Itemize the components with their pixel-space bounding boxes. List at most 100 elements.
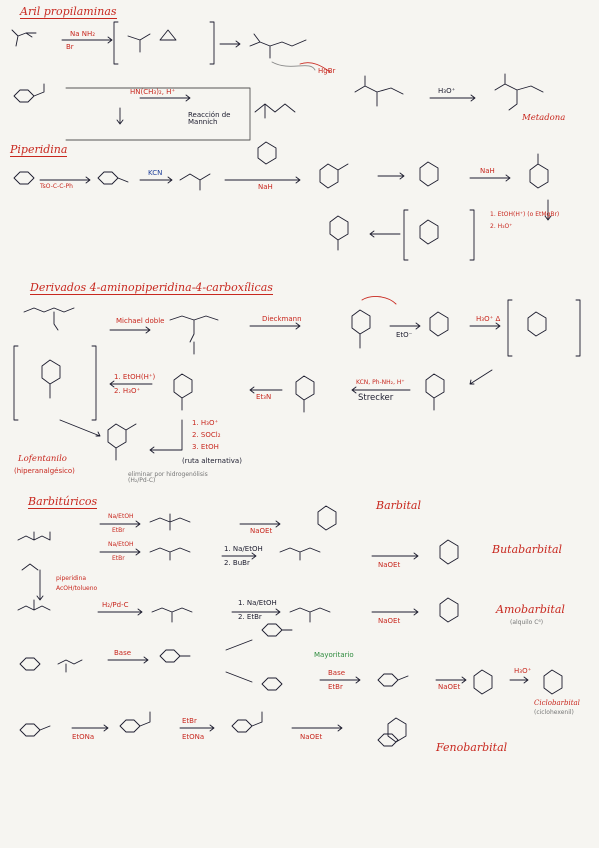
s3-acyl-arrow bbox=[249, 386, 283, 394]
s3-alt-route-label: (ruta alternativa) bbox=[182, 457, 242, 465]
s4-cyclohexenyl-minor bbox=[261, 677, 283, 691]
s4-barbital-ring bbox=[317, 505, 337, 531]
s4-reagent-bubr-1: 1. Na/EtOH bbox=[224, 545, 263, 553]
s3-strecker-label: Strecker bbox=[358, 393, 394, 403]
s3-bracket-2-structure bbox=[41, 359, 61, 399]
s1-acetophenone bbox=[13, 83, 45, 103]
s4-reagent-etbr-1: EtBr bbox=[112, 527, 125, 534]
s4-reagent-etona-2: EtONa bbox=[182, 733, 205, 741]
s3-down-arrow bbox=[59, 419, 101, 437]
s2-reagent-nah-2: NaH bbox=[480, 167, 495, 175]
s4-reagent-piperidine: piperidina bbox=[56, 575, 87, 582]
s3-reagent-etoh: 1. EtOH(H⁺) bbox=[114, 373, 156, 381]
s4-product-fenobarbital: Fenobarbital bbox=[436, 741, 508, 754]
s4-arrow-1 bbox=[99, 520, 141, 528]
s2-reagent-etoh: 1. EtOH(H⁺) (o EtMgBr) bbox=[490, 211, 560, 218]
s3-alt-step-1: 1. H₃O⁺ bbox=[192, 419, 219, 427]
s4-arrow-12 bbox=[509, 676, 529, 684]
s4-iminobarbiturate bbox=[473, 669, 493, 695]
s4-reagent-naoet-4: NaOEt bbox=[438, 683, 461, 691]
s4-equilibrium-arrow bbox=[225, 639, 253, 683]
s1-mannich-reagent: HN(CH₃)₂, H⁺ bbox=[130, 88, 176, 96]
s3-product-name: Lofentanilo bbox=[18, 454, 67, 464]
s4-butabarbital-ring bbox=[439, 539, 459, 565]
s3-reagent-h3o: H₃O⁺ Δ bbox=[476, 315, 501, 323]
s2-reagent-kcn: KCN bbox=[148, 169, 163, 177]
s4-isopentylmalonate bbox=[151, 607, 193, 623]
s3-dieck-product bbox=[351, 309, 371, 349]
s4-arrow-10 bbox=[319, 676, 361, 684]
section-title-barbiturates: Barbitúricos bbox=[28, 495, 98, 509]
s4-cyanoacetate bbox=[57, 659, 83, 673]
s1-mannich-arrow bbox=[139, 94, 191, 102]
s3-hydrogenolysis-note: eliminar por hidrogenólisis (H₂/Pd-C) bbox=[128, 471, 208, 484]
s4-reagent-etbr-3a: 1. Na/EtOH bbox=[238, 599, 277, 607]
s4-ciclobarbital-subtitle: (ciclohexenil) bbox=[534, 709, 574, 716]
s2-cyclic-1 bbox=[257, 141, 277, 165]
s3-dieckmann-label: Dieckmann bbox=[262, 315, 302, 323]
s3-strecker-arrow bbox=[351, 386, 411, 394]
s4-amobarbital-subtitle: (alquilo C⁶) bbox=[510, 619, 544, 626]
s3-arrow-4 bbox=[469, 322, 501, 330]
s4-reagent-naoet-2: NaOEt bbox=[378, 561, 401, 569]
s2-ester-structure bbox=[329, 215, 349, 251]
s4-cyclohexenyl-major bbox=[261, 623, 293, 637]
s4-phenylacetonitrile bbox=[19, 723, 51, 737]
s3-alt-step-2: 2. SOCl₂ bbox=[192, 431, 221, 439]
s3-decarb-arrow bbox=[469, 369, 493, 385]
s3-alt-step-3: 3. EtOH bbox=[192, 443, 219, 451]
s4-reagent-naetoh-2: Na/EtOH bbox=[108, 541, 134, 548]
s4-reagent-etbr-5: EtBr bbox=[182, 717, 197, 725]
s3-reagent-eto: EtO⁻ bbox=[396, 331, 413, 339]
s3-red-curve bbox=[361, 296, 397, 305]
s4-arrow-3 bbox=[99, 548, 141, 556]
s4-dialkylmalonate bbox=[289, 607, 331, 623]
s3-product-subtitle: (hiperanalgésico) bbox=[14, 467, 75, 475]
s4-reagent-h2pdc: H₂/Pd-C bbox=[102, 601, 129, 609]
s4-arrow-6 bbox=[97, 608, 143, 616]
s3-arrow-1 bbox=[109, 326, 151, 334]
s4-reagent-etona-1: EtONa bbox=[72, 733, 95, 741]
s2-reagent-tsoc: TsO-C-C-Ph bbox=[40, 183, 73, 190]
s4-reagent-etbr-2: EtBr bbox=[112, 555, 125, 562]
s2-piperidine-nitrile bbox=[529, 153, 549, 189]
s2-benzene bbox=[13, 171, 35, 185]
s4-cyclohexylidene bbox=[159, 649, 191, 663]
s1-mannich-box bbox=[65, 87, 251, 141]
s2-phenethyl bbox=[97, 171, 129, 185]
s1-arrow-1 bbox=[61, 36, 113, 44]
s3-alt-route bbox=[149, 419, 183, 454]
s4-malonate bbox=[17, 531, 51, 541]
s1-mannich-label: Reacción de Mannich bbox=[188, 111, 231, 126]
s1-reagent-br: Br bbox=[66, 43, 74, 51]
s1-metadona-structure bbox=[494, 73, 544, 111]
s3-reagent-et3n: Et₃N bbox=[256, 393, 272, 401]
s2-arrow-2 bbox=[139, 176, 173, 184]
s4-ethylated bbox=[377, 673, 409, 687]
section-title-aminopiperidine: Derivados 4-aminopiperidina-4-carboxílic… bbox=[30, 281, 273, 295]
s4-reagent-bubr-2: 2. BuBr bbox=[224, 559, 250, 567]
s2-bracket bbox=[403, 209, 475, 261]
s4-isopropylidene bbox=[21, 563, 39, 571]
s4-arrow-15 bbox=[291, 724, 343, 732]
s1-arrow-2 bbox=[219, 40, 241, 48]
s1-red-curve bbox=[299, 62, 331, 73]
s3-michael-label: Michael doble bbox=[116, 317, 165, 325]
s1-hydrolysis-arrow bbox=[429, 94, 476, 102]
s1-reagent-hgbr: HgBr bbox=[318, 67, 336, 75]
s4-butylethylmalonate bbox=[279, 547, 321, 561]
s3-amide bbox=[173, 373, 193, 411]
s2-reagent-nah-1: NaH bbox=[258, 183, 273, 191]
s3-piperidone bbox=[425, 373, 445, 411]
s3-strecker-reagent: KCN, Ph-NH₂, H⁺ bbox=[356, 379, 405, 386]
s4-arrow-14 bbox=[179, 724, 215, 732]
s4-reagent-naoet-1: NaOEt bbox=[250, 527, 273, 535]
s4-arrow-11 bbox=[435, 676, 467, 684]
s4-reagent-etbr-4: EtBr bbox=[328, 683, 343, 691]
s3-sm-structure bbox=[23, 307, 75, 331]
s1-curve bbox=[271, 61, 316, 71]
s1-reagent-nanh2: Na NH₂ bbox=[70, 30, 96, 38]
s4-reagent-acoh: AcOH/tolueno bbox=[56, 585, 98, 592]
s2-arrow-1 bbox=[39, 176, 91, 184]
